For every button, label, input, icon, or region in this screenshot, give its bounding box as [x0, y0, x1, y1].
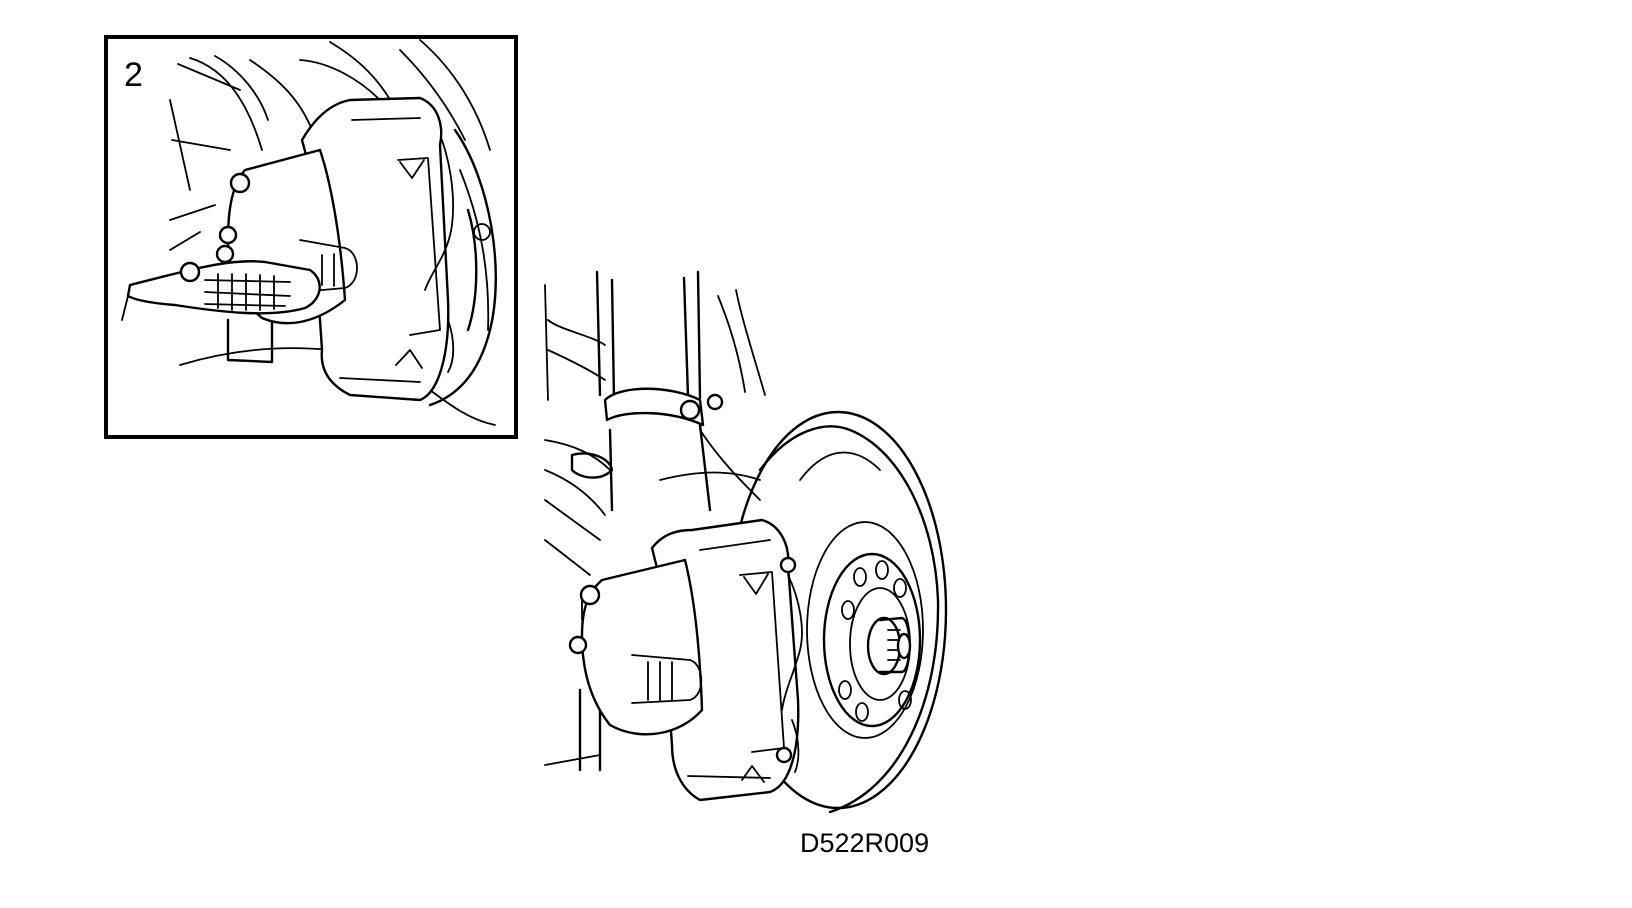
caliper-housing-front [568, 558, 704, 736]
inset-detail: 2 [104, 35, 518, 439]
suspension-strut [595, 270, 766, 512]
inset-wrench-tool [121, 244, 321, 321]
figure-code: D522R009 [800, 828, 929, 858]
inset-brake-disc-edge [428, 128, 497, 407]
main-assembly [544, 270, 948, 814]
inset-background-structure [169, 39, 496, 426]
main-background-structure [544, 284, 761, 772]
hub-bolt-holes [838, 560, 912, 722]
inset-step-number: 2 [124, 56, 143, 94]
wheel-hub [822, 552, 922, 728]
